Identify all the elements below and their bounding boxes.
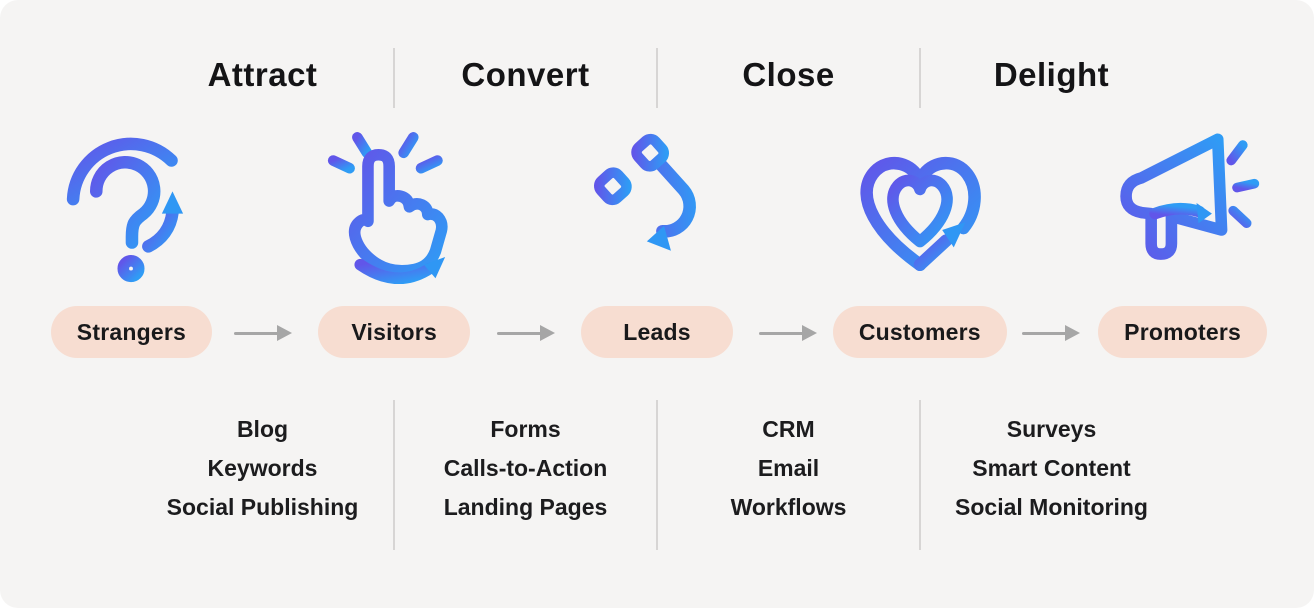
list-item: Forms [490, 416, 561, 442]
stage-items-delight: Surveys Smart Content Social Monitoring [919, 400, 1183, 550]
list-item: Keywords [207, 455, 318, 481]
flow-arrow-icon [759, 324, 817, 342]
megaphone-icon [1119, 133, 1259, 260]
stage-header-row: Attract Convert Close Delight [131, 46, 1183, 108]
list-item: Email [757, 455, 820, 481]
persona-pill-visitors: Visitors [318, 306, 471, 358]
icon-cell-visitors [310, 116, 478, 288]
stage-items-convert: Forms Calls-to-Action Landing Pages [393, 400, 657, 550]
stage-items-close: CRM Email Workflows [656, 400, 920, 550]
icon-cell-promoters [1099, 116, 1267, 288]
persona-pill-strangers: Strangers [50, 306, 212, 358]
icons-row [0, 116, 1314, 288]
list-item: Smart Content [972, 455, 1131, 481]
stage-label-convert: Convert [393, 46, 657, 108]
persona-pill-label: Visitors [351, 318, 437, 345]
persona-pill-label: Promoters [1124, 318, 1241, 345]
list-item: Social Monitoring [955, 494, 1148, 520]
persona-pill-label: Customers [858, 318, 981, 345]
list-item: Blog [236, 416, 289, 442]
persona-pill-promoters: Promoters [1098, 306, 1267, 358]
tap-click-icon [328, 124, 448, 284]
flow-arrow-icon [497, 324, 555, 342]
icon-cell-strangers [47, 116, 215, 288]
list-item: Workflows [730, 494, 847, 520]
magnet-icon [581, 120, 696, 251]
stage-tactics-row: Blog Keywords Social Publishing Forms Ca… [131, 400, 1183, 550]
list-item: Landing Pages [443, 494, 608, 520]
heart-loop-icon [860, 156, 981, 271]
persona-pill-label: Strangers [76, 318, 186, 345]
list-item: Surveys [1006, 416, 1097, 442]
stage-label-close: Close [656, 46, 920, 108]
icon-cell-customers [836, 116, 1004, 288]
flow-arrow-icon [1022, 324, 1080, 342]
flow-arrow-icon [234, 324, 292, 342]
list-item: Calls-to-Action [443, 455, 608, 481]
icon-cell-leads [573, 116, 741, 288]
stage-label-attract: Attract [207, 56, 318, 93]
persona-pill-label: Leads [623, 318, 691, 345]
persona-pills-row: Strangers Visitors Leads Customers Promo… [0, 306, 1314, 358]
question-arrow-icon [67, 137, 184, 283]
stage-label-delight: Delight [919, 46, 1183, 108]
stage-items-attract: Blog Keywords Social Publishing [131, 400, 394, 550]
list-item: CRM [762, 416, 815, 442]
persona-pill-customers: Customers [832, 306, 1007, 358]
persona-pill-leads: Leads [580, 306, 733, 358]
list-item: Social Publishing [166, 494, 359, 520]
